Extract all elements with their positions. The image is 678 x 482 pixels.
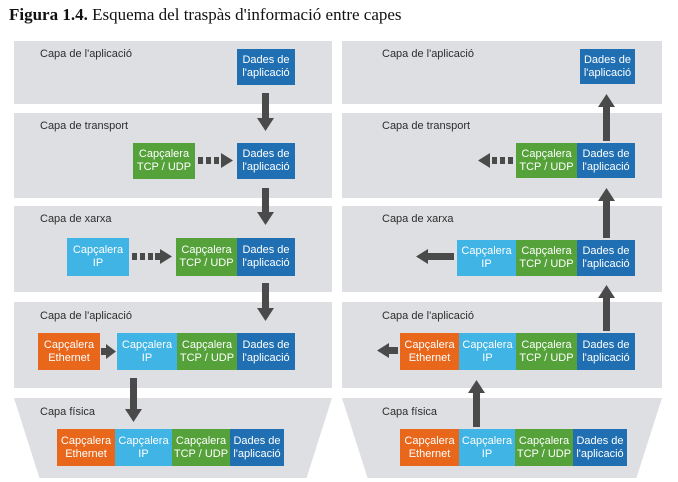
left-r4-tcp-header: Capçalera TCP / UDP (177, 333, 237, 370)
right-r4-ethernet-header: Capçalera Ethernet (400, 333, 459, 370)
left-r4-ip-header: Capçalera IP (117, 333, 177, 370)
right-r5-tcp-header: Capçalera TCP / UDP (515, 429, 573, 466)
figure-number: Figura 1.4. (9, 5, 88, 24)
arrow-left-2 (416, 249, 454, 264)
left-r2-app-data: Dades de l'aplicació (237, 143, 295, 179)
right-label-network: Capa de xarxa (382, 213, 454, 225)
left-r5-app-data: Dades de l'aplicació (230, 429, 284, 466)
left-label-physical: Capa física (40, 406, 96, 418)
left-r4-ethernet-header: Capçalera Ethernet (38, 333, 100, 370)
right-r4-app-data: Dades de l'aplicació (577, 333, 635, 370)
arrow-down-1 (257, 93, 274, 131)
right-r4-ip-header: Capçalera IP (459, 333, 516, 370)
left-label-link: Capa de l'aplicació (40, 310, 132, 322)
left-r4-app-data: Dades de l'aplicació (237, 333, 295, 370)
left-r3-app-data: Dades de l'aplicació (237, 238, 295, 276)
left-label-transport: Capa de transport (40, 120, 129, 132)
left-r1-app-data: Dades de l'aplicació (237, 49, 295, 85)
arrow-right-3 (101, 344, 116, 359)
arrow-dashed-left-1 (478, 153, 513, 168)
left-r5-ethernet-header: Capçalera Ethernet (57, 429, 115, 466)
right-r4-tcp-header: Capçalera TCP / UDP (516, 333, 577, 370)
left-label-application: Capa de l'aplicació (40, 48, 132, 60)
right-r5-app-data: Dades de l'aplicació (573, 429, 627, 466)
arrow-down-4 (125, 378, 142, 422)
right-r1-app-data: Dades de l'aplicació (580, 49, 635, 84)
right-r2-tcp-header: Capçalera TCP / UDP (516, 143, 577, 178)
right-r3-ip-header: Capçalera IP (457, 240, 516, 276)
arrow-up-4 (598, 94, 615, 141)
arrow-left-3 (377, 343, 398, 358)
arrow-dashed-right-2 (132, 249, 172, 264)
figure-caption: Figura 1.4. Esquema del traspàs d'inform… (9, 5, 402, 25)
right-r3-app-data: Dades de l'aplicació (577, 240, 635, 276)
left-r3-tcp-header: Capçalera TCP / UDP (176, 238, 237, 276)
arrow-dashed-right-1 (198, 153, 233, 168)
right-r5-ip-header: Capçalera IP (459, 429, 515, 466)
figure-title: Esquema del traspàs d'informació entre c… (92, 5, 402, 24)
right-label-application: Capa de l'aplicació (382, 48, 474, 60)
left-r5-ip-header: Capçalera IP (115, 429, 172, 466)
right-label-link: Capa de l'aplicació (382, 310, 474, 322)
left-r3-ip-header: Capçalera IP (67, 238, 129, 276)
right-label-physical: Capa física (382, 406, 438, 418)
right-r5-ethernet-header: Capçalera Ethernet (400, 429, 459, 466)
right-r3-tcp-header: Capçalera TCP / UDP (516, 240, 577, 276)
left-r5-tcp-header: Capçalera TCP / UDP (172, 429, 230, 466)
arrow-down-3 (257, 283, 274, 321)
right-label-transport: Capa de transport (382, 120, 471, 132)
right-r2-app-data: Dades de l'aplicació (577, 143, 635, 178)
arrow-down-2 (257, 188, 274, 225)
left-r2-tcp-header: Capçalera TCP / UDP (133, 143, 195, 179)
arrow-up-3 (598, 188, 615, 238)
arrow-up-1 (468, 380, 485, 427)
arrow-up-2 (598, 285, 615, 331)
left-label-network: Capa de xarxa (40, 213, 112, 225)
